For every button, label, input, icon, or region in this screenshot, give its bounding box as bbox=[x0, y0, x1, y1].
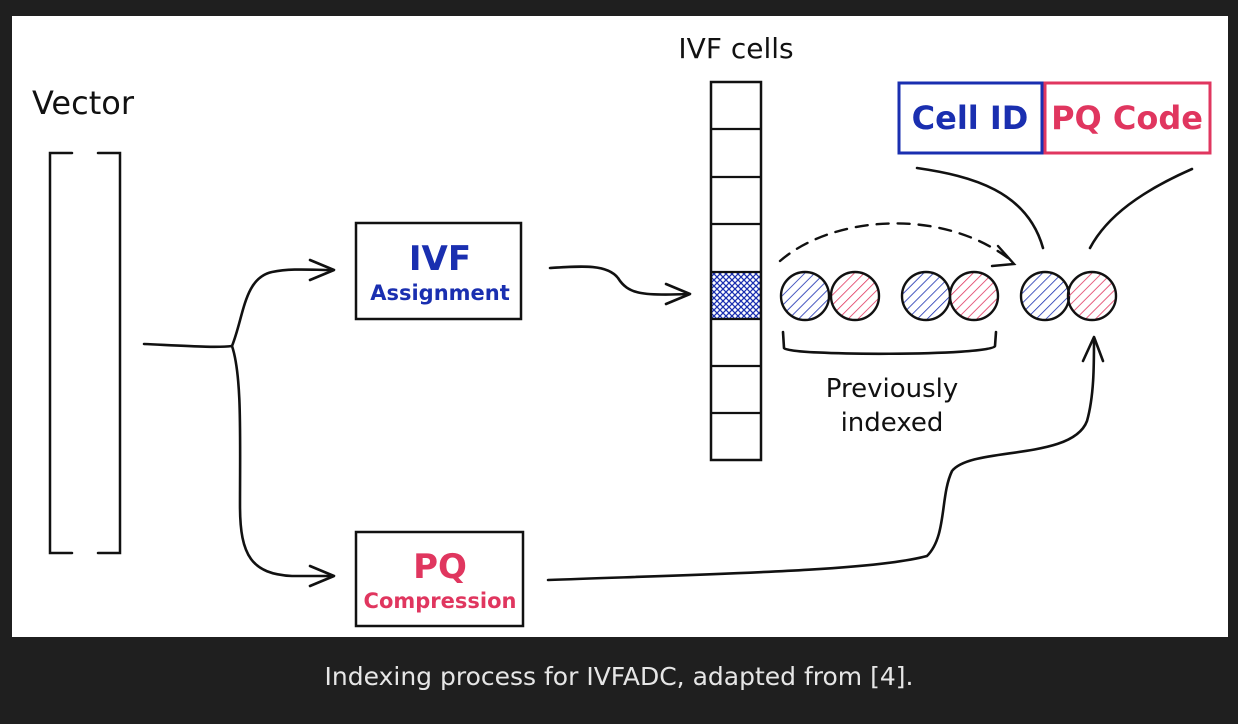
header-connectors bbox=[915, 166, 1194, 250]
ivf-assignment-box: IVF Assignment bbox=[354, 221, 523, 321]
figure: Vector IVF Assignment PQ Compression IVF… bbox=[12, 16, 1228, 637]
new-entry bbox=[1019, 270, 1118, 322]
ivf-to-cell-arrow bbox=[548, 265, 692, 306]
ivf-cells-column bbox=[709, 80, 763, 462]
pq-to-entry-arrow bbox=[546, 335, 1105, 582]
previously-indexed-line2: indexed bbox=[841, 408, 944, 438]
vector-label: Vector bbox=[32, 84, 135, 122]
assigned-ivf-cell bbox=[711, 272, 761, 319]
ivf-title: IVF bbox=[409, 239, 471, 279]
ivf-subtitle: Assignment bbox=[370, 281, 510, 305]
vector-bracket bbox=[48, 151, 122, 555]
previously-indexed-line1: Previously bbox=[826, 374, 959, 404]
pq-code-box: PQ Code bbox=[1043, 81, 1212, 155]
ivf-cells-label: IVF cells bbox=[678, 32, 793, 65]
dashed-arrow bbox=[778, 222, 1017, 268]
pq-subtitle: Compression bbox=[364, 589, 517, 613]
indexed-entry-1 bbox=[779, 270, 881, 322]
figure-caption: Indexing process for IVFADC, adapted fro… bbox=[324, 662, 914, 691]
previously-indexed-brace bbox=[781, 330, 998, 356]
pq-compression-box: PQ Compression bbox=[354, 530, 525, 628]
pq-title: PQ bbox=[413, 547, 467, 587]
cell-id-box: Cell ID bbox=[897, 81, 1044, 155]
pq-code-label: PQ Code bbox=[1051, 99, 1203, 137]
ivfadc-diagram: Vector IVF Assignment PQ Compression IVF… bbox=[32, 32, 1212, 628]
cell-id-label: Cell ID bbox=[912, 99, 1029, 137]
split-arrows bbox=[142, 258, 336, 588]
indexed-entry-2 bbox=[900, 270, 1000, 322]
